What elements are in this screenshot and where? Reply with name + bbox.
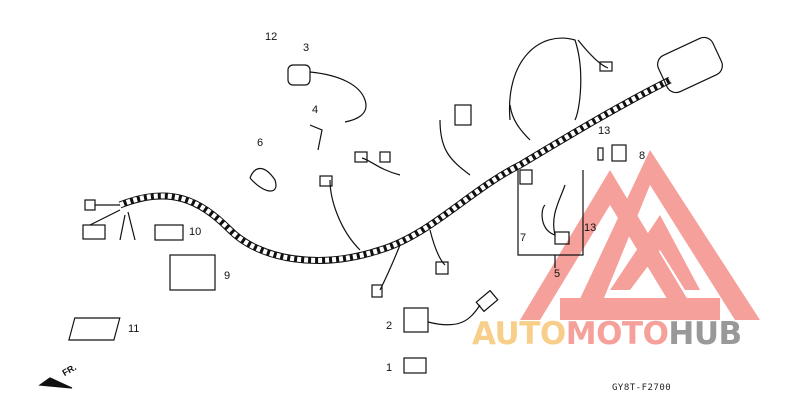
- callout-9[interactable]: 9: [224, 270, 231, 282]
- pad-11: [68, 317, 121, 341]
- callout-5[interactable]: 5: [554, 268, 561, 280]
- callout-7[interactable]: 7: [520, 232, 527, 244]
- callout-10[interactable]: 10: [189, 226, 202, 238]
- fuse-holder-10: [154, 224, 184, 241]
- callout-6[interactable]: 6: [257, 137, 264, 149]
- part-2: [403, 307, 429, 333]
- watermark-auto: AUTO: [472, 316, 566, 352]
- callout-4[interactable]: 4: [312, 104, 319, 116]
- callout-1[interactable]: 1: [386, 362, 393, 374]
- watermark-logo-triangles: [520, 150, 760, 320]
- callout-13-top[interactable]: 13: [598, 125, 611, 137]
- callout-13-lower[interactable]: 13: [584, 222, 597, 234]
- watermark-hub: HUB: [668, 316, 742, 352]
- callout-8[interactable]: 8: [639, 150, 646, 162]
- watermark-moto: MOTO: [565, 316, 669, 352]
- ignition-coil: [287, 64, 311, 86]
- callout-2[interactable]: 2: [386, 320, 393, 332]
- part-1: [403, 357, 427, 374]
- callout-3[interactable]: 3: [303, 42, 310, 54]
- callout-11[interactable]: 11: [128, 323, 140, 335]
- regulator-part: [657, 36, 723, 94]
- callout-12[interactable]: 12: [265, 31, 278, 43]
- diagram-code: GY8T-F2700: [612, 383, 672, 393]
- watermark-text: AUTOMOTOHUB: [472, 316, 742, 352]
- relay-9: [169, 254, 216, 291]
